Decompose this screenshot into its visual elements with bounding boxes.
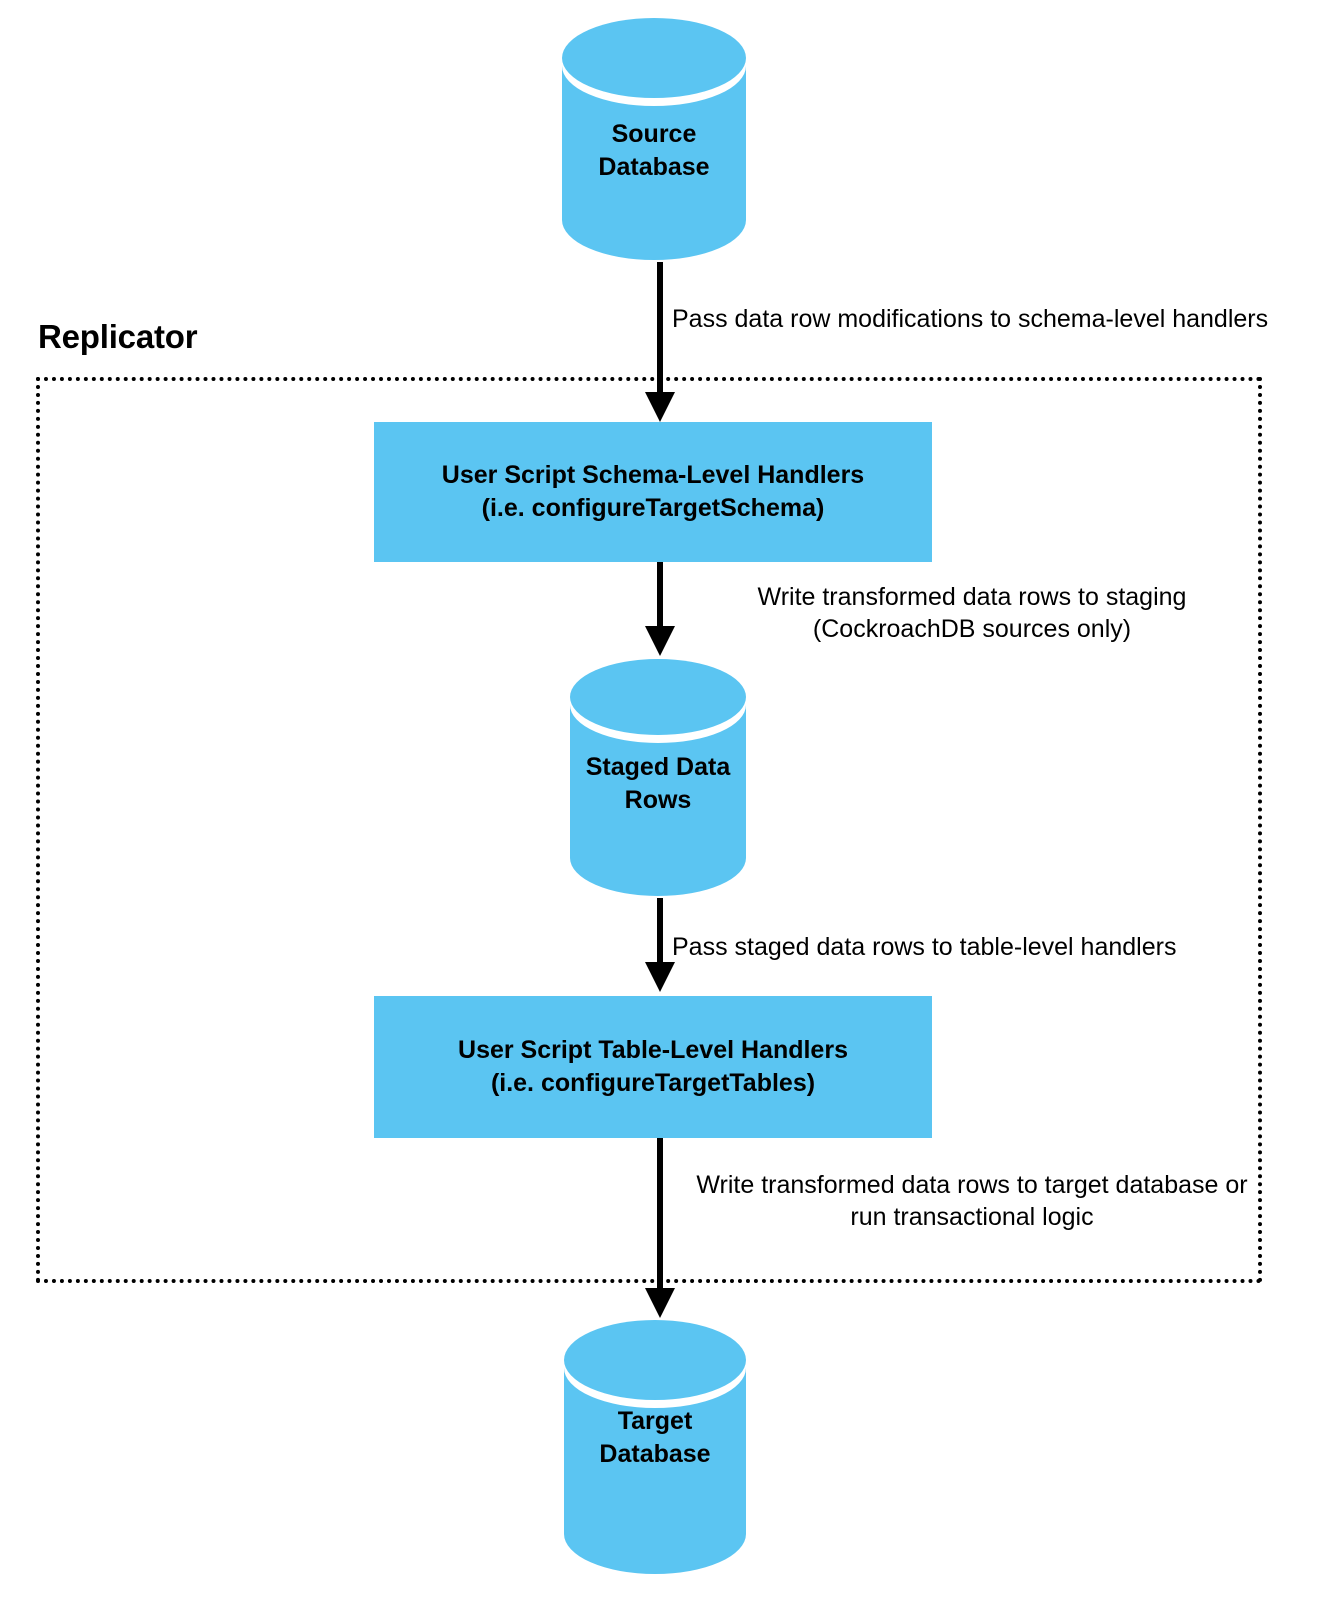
node-user-script-schema-level-handlers: User Script Schema-Level Handlers (i.e. …	[374, 422, 932, 562]
edge-label-source-to-schema-handlers: Pass data row modifications to schema-le…	[672, 305, 1269, 333]
node-target-database: Target Database	[561, 1315, 749, 1580]
edge-label-staged-rows-to-table-handlers: Pass staged data rows to table-level han…	[672, 933, 1177, 961]
cylinder-shape-icon	[570, 659, 746, 896]
arrow-source-to-schema-handlers	[645, 262, 675, 422]
node-staged-data-rows-label: Staged Data Rows	[585, 753, 731, 814]
node-target-database-label: Target Database	[599, 1407, 711, 1468]
node-source-database-label: Source Database	[598, 120, 710, 181]
edge-label-schema-handlers-to-staged-rows: Write transformed data rows to staging (…	[757, 583, 1187, 643]
arrow-table-handlers-to-target-database	[645, 1138, 675, 1318]
edge-label-table-handlers-to-target-database: Write transformed data rows to target da…	[696, 1171, 1248, 1231]
arrow-schema-handlers-to-staged-rows	[645, 562, 675, 656]
cylinder-shape-icon	[564, 1320, 746, 1574]
replicator-boundary-label: Replicator	[38, 318, 198, 355]
arrow-staged-rows-to-table-handlers	[645, 898, 675, 992]
node-source-database: Source Database	[559, 14, 749, 264]
node-staged-data-rows: Staged Data Rows	[567, 655, 749, 900]
node-user-script-table-level-handlers: User Script Table-Level Handlers (i.e. c…	[374, 996, 932, 1138]
replicator-boundary	[36, 377, 1262, 1283]
cylinder-shape-icon	[562, 18, 746, 260]
